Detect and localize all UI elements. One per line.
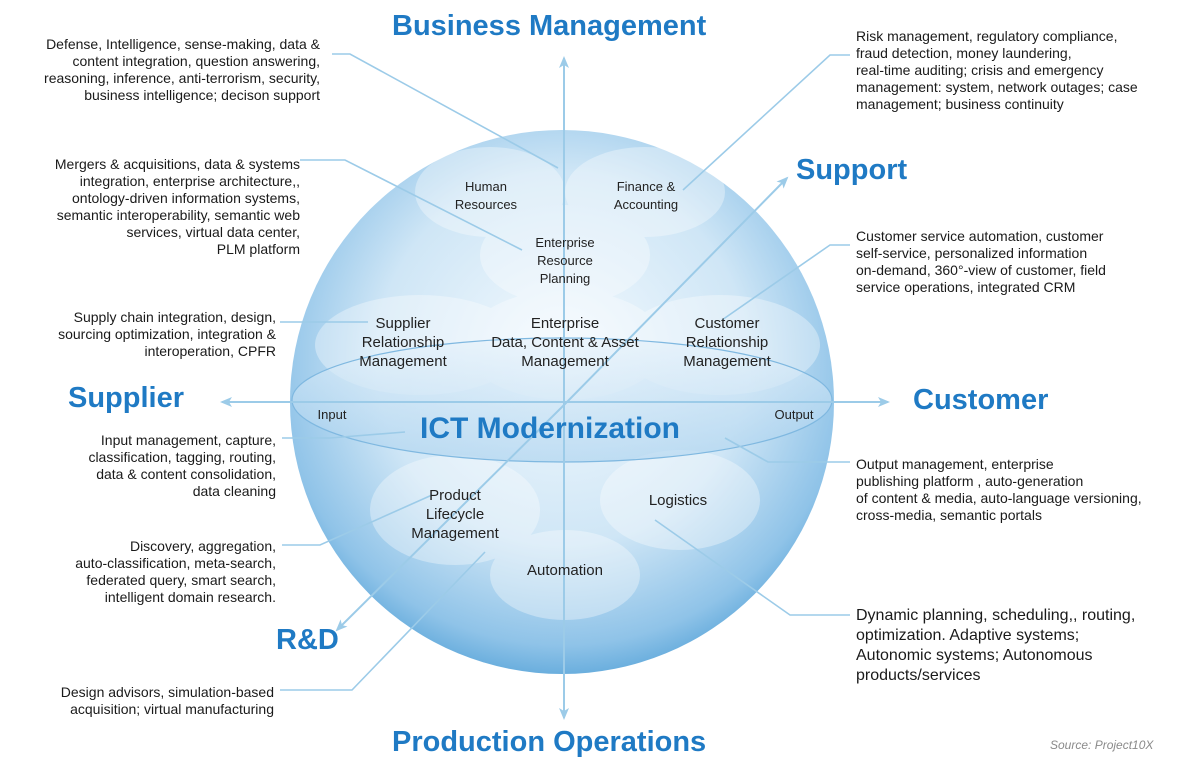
heading-production-operations: Production Operations (392, 726, 707, 758)
label-automation: Automation (527, 562, 603, 579)
heading-support: Support (796, 154, 908, 186)
callout-risk: Risk management, regulatory compliance, … (856, 28, 1138, 112)
heading-supplier: Supplier (68, 382, 185, 414)
axis-diagonal-support (563, 176, 789, 406)
label-logistics: Logistics (648, 492, 708, 509)
connector-mergers (300, 159, 523, 251)
callout-discovery: Discovery, aggregation, auto-classificat… (75, 538, 276, 605)
connector-dynamic (654, 519, 850, 616)
label-input: Input (317, 407, 347, 422)
label-finance-accounting: Finance & Accounting (613, 179, 679, 212)
callout-input-management: Input management, capture, classificatio… (88, 432, 276, 499)
connector-risk (682, 54, 850, 191)
label-product-lifecycle-management: Product Lifecycle Management (411, 487, 499, 542)
heading-business-management: Business Management (392, 10, 707, 42)
heading-rd: R&D (276, 624, 339, 656)
label-human-resources: Human Resources (454, 179, 518, 212)
label-supplier-relationship-management: Supplier Relationship Management (359, 315, 447, 370)
label-customer-relationship-management: Customer Relationship Management (683, 315, 771, 370)
connector-input (282, 431, 406, 439)
callout-customer-service: Customer service automation, customer se… (856, 228, 1106, 295)
connector-discovery (282, 494, 433, 546)
connector-customer-service (721, 244, 850, 321)
callout-output-management: Output management, enterprise publishing… (856, 456, 1142, 523)
label-output: Output (774, 407, 814, 422)
source-note: Source: Project10X (1050, 738, 1154, 752)
label-enterprise-data-content-asset-management: Enterprise Data, Content & Asset Managem… (491, 315, 639, 370)
callout-dynamic-planning: Dynamic planning, scheduling,, routing, … (856, 607, 1136, 684)
label-enterprise-resource-planning: Enterprise Resource Planning (535, 235, 595, 286)
heading-customer: Customer (913, 384, 1049, 416)
equator-disc (291, 337, 833, 463)
callout-supply-chain: Supply chain integration, design, sourci… (58, 309, 276, 359)
callout-defense: Defense, Intelligence, sense-making, dat… (44, 36, 320, 103)
connector-design (280, 551, 486, 691)
callout-mergers: Mergers & acquisitions, data & systems i… (54, 156, 300, 257)
connector-output (724, 437, 850, 463)
axis-diagonal-rd (335, 404, 565, 632)
connector-defense (332, 53, 559, 169)
heading-ict-modernization: ICT Modernization (420, 412, 680, 445)
callout-design-advisors: Design advisors, simulation-based acquis… (60, 684, 274, 717)
